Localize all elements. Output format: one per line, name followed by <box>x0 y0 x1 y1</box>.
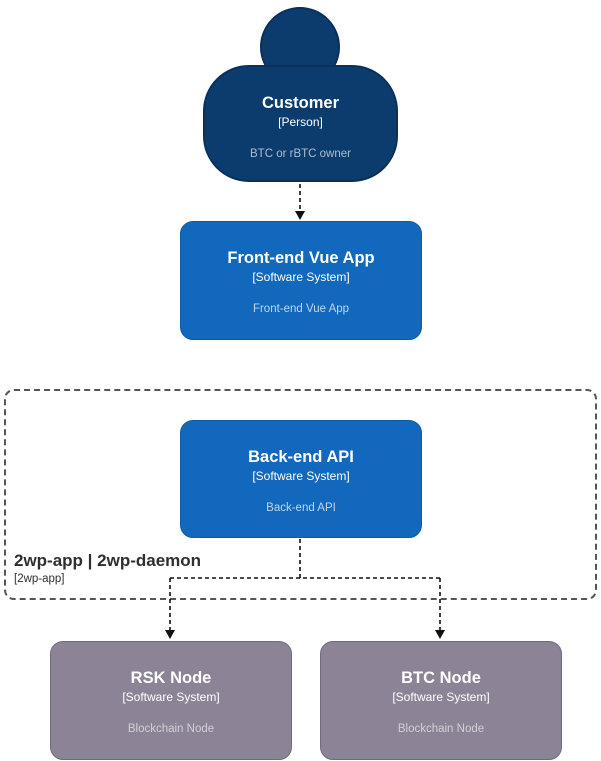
boundary-label: 2wp-app | 2wp-daemon [2wp-app] <box>14 550 201 586</box>
frontend-description: Front-end Vue App <box>252 303 350 315</box>
arrowhead-btc <box>435 630 445 639</box>
arrowhead-rsk <box>165 630 175 639</box>
btc-node: BTC Node [Software System] Blockchain No… <box>320 641 562 760</box>
backend-title: Back-end API <box>248 448 354 466</box>
rsk-title: RSK Node <box>130 669 212 687</box>
arrowhead-frontend <box>295 211 305 220</box>
boundary-subtitle: [2wp-app] <box>14 573 65 585</box>
customer-description: BTC or rBTC owner <box>250 148 351 160</box>
boundary-title: 2wp-app | 2wp-daemon <box>14 551 202 570</box>
backend-node: Back-end API [Software System] Back-end … <box>180 420 422 538</box>
btc-title: BTC Node <box>401 669 481 687</box>
frontend-node: Front-end Vue App [Software System] Fron… <box>180 221 422 340</box>
customer-node: Customer [Person] BTC or rBTC owner <box>203 65 398 182</box>
btc-description: Blockchain Node <box>397 723 485 735</box>
backend-type: [Software System] <box>252 469 350 483</box>
customer-title: Customer <box>261 94 339 112</box>
frontend-type: [Software System] <box>252 270 350 284</box>
customer-type: [Person] <box>278 115 323 129</box>
rsk-type: [Software System] <box>122 690 220 704</box>
backend-description: Back-end API <box>266 502 336 514</box>
btc-type: [Software System] <box>392 690 490 704</box>
frontend-title: Front-end Vue App <box>227 249 375 267</box>
rsk-node: RSK Node [Software System] Blockchain No… <box>50 641 292 760</box>
rsk-description: Blockchain Node <box>127 723 215 735</box>
boundary-2wp-app: 2wp-app | 2wp-daemon [2wp-app] <box>4 389 597 600</box>
